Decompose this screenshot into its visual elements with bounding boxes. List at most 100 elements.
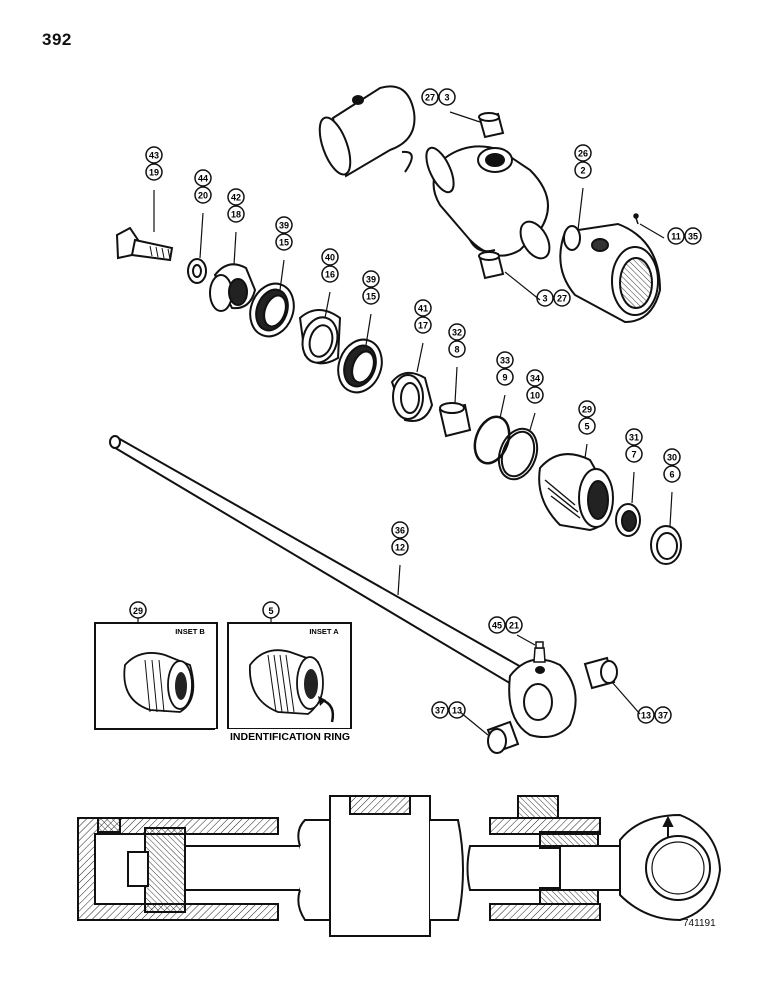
callout-c-13-37-right-circle — [654, 706, 672, 724]
seal-39-b — [337, 338, 383, 394]
callout-c-30-6-top: 30 — [667, 453, 677, 463]
callout-c-29-5-bottom: 5 — [584, 422, 589, 432]
callout-c-42-18-top: 42 — [231, 193, 241, 203]
callout-c-41-17-top-circle — [414, 299, 432, 317]
callout-c-39-15a-top: 39 — [279, 221, 289, 231]
callout-c-34-10-top: 34 — [530, 374, 540, 384]
callout-c-44-20-top: 44 — [198, 174, 208, 184]
callout-c-30-6-top-circle — [663, 448, 681, 466]
callout-c-41-17-bottom: 17 — [418, 321, 428, 331]
rod-seal-31 — [615, 503, 641, 537]
callout-c-34-10-bottom: 10 — [530, 391, 540, 401]
callout-c-11-35-right: 35 — [688, 232, 698, 242]
bushing-32 — [438, 402, 472, 438]
callout-c-41-17-bottom-circle — [414, 316, 432, 334]
callout-c-32-8-top: 32 — [452, 328, 462, 338]
callout-c-27-3-right-circle — [438, 88, 456, 106]
callout-c-41-17-top: 41 — [418, 304, 428, 314]
callout-c-40-16-top-circle — [321, 248, 339, 266]
leader-lines — [153, 111, 673, 736]
cylinder-tube-2 — [559, 222, 662, 324]
callout-c-26-2-top-circle — [574, 144, 592, 162]
bushing-37-bottom — [486, 720, 520, 754]
callout-c-31-7-top: 31 — [629, 433, 639, 443]
bushing-13-right — [583, 656, 618, 690]
assembled-cylinder-section — [77, 795, 722, 937]
callout-c-39-15b-bottom-circle — [362, 287, 380, 305]
callout-c-42-18-bottom-circle — [227, 205, 245, 223]
callout-c-3-27-left: 3 — [542, 294, 547, 304]
inset-a-box — [227, 622, 352, 730]
callout-c-26-2-top: 26 — [578, 149, 588, 159]
callout-c-40-16-bottom: 16 — [325, 270, 335, 280]
callout-c-11-35-left-circle — [667, 227, 685, 245]
seal-39-a — [249, 282, 295, 338]
callout-c-3-27-right-circle — [553, 289, 571, 307]
callout-c-27-3-left: 27 — [425, 93, 435, 103]
inset-b-box — [94, 622, 218, 730]
backup-ring-34 — [497, 427, 539, 481]
callout-c-33-9-top: 33 — [500, 356, 510, 366]
callout-c-32-8-bottom: 8 — [454, 345, 459, 355]
callout-c-37-13a-left: 37 — [435, 706, 445, 716]
callout-c-31-7-bottom: 7 — [631, 450, 636, 460]
callout-c-39-15b-top: 39 — [366, 275, 376, 285]
callout-c-27-3-left-circle — [421, 88, 439, 106]
callout-c-13-37-left: 13 — [641, 711, 651, 721]
inset-a-title: INSET A — [309, 627, 339, 636]
callout-c-40-16-top: 40 — [325, 253, 335, 263]
callout-c-34-10-top-circle — [526, 369, 544, 387]
callout-c-29-5-top: 29 — [582, 405, 592, 415]
callout-c-44-20-top-circle — [194, 169, 212, 187]
callout-c-33-9-top-circle — [496, 351, 514, 369]
page-number: 392 — [42, 30, 72, 49]
callout-c-45-21-right: 21 — [509, 621, 519, 631]
callout-c-37-13a-right-circle — [448, 701, 466, 719]
callout-c-45-21-left: 45 — [492, 621, 502, 631]
callout-c-31-7-bottom-circle — [625, 445, 643, 463]
bushing-3-top — [478, 112, 505, 139]
callout-c-33-9-bottom: 9 — [502, 373, 507, 383]
piston-rod-36 — [109, 435, 577, 738]
inset-b-title: INSET B — [175, 627, 205, 636]
washer-44 — [187, 258, 207, 284]
wear-ring-41 — [390, 371, 434, 422]
callout-c-13-37-right: 37 — [658, 711, 668, 721]
bolt-43 — [115, 226, 174, 262]
callout-c-43-19-top-circle — [145, 146, 163, 164]
callout-c-27-3-right: 3 — [444, 93, 449, 103]
callout-c-11-35-right-circle — [684, 227, 702, 245]
callout-c-45-21-right-circle — [505, 616, 523, 634]
gland-29 — [538, 453, 614, 532]
callout-c-26-2-bottom: 2 — [580, 166, 585, 176]
inset-a-callout: 5 — [268, 606, 273, 616]
callout-c-39-15b-bottom: 15 — [366, 292, 376, 302]
bushing-3-bottom — [478, 251, 505, 280]
piston-nut-42 — [209, 263, 257, 312]
callout-c-43-19-top: 43 — [149, 151, 159, 161]
callout-c-43-19-bottom-circle — [145, 163, 163, 181]
piston-40 — [298, 309, 342, 365]
cylinder-barrel-26 — [425, 145, 551, 260]
callout-c-29-5-bottom-circle — [578, 417, 596, 435]
callout-c-36-12-bottom-circle — [391, 538, 409, 556]
callout-c-44-20-bottom-circle — [194, 186, 212, 204]
callout-c-40-16-bottom-circle — [321, 265, 339, 283]
callout-c-3-27-right: 27 — [557, 294, 567, 304]
callout-c-45-21-left-circle — [488, 616, 506, 634]
callout-c-44-20-bottom: 20 — [198, 191, 208, 201]
callout-c-36-12-top-circle — [391, 521, 409, 539]
callout-c-29-5-top-circle — [578, 400, 596, 418]
callout-c-33-9-bottom-circle — [496, 368, 514, 386]
inset-b-callout: 29 — [133, 606, 143, 616]
pin-27 — [318, 85, 416, 178]
callout-c-30-6-bottom-circle — [663, 465, 681, 483]
grease-fitting-45 — [533, 641, 546, 663]
callout-c-39-15a-bottom-circle — [275, 233, 293, 251]
callout-c-36-12-top: 36 — [395, 526, 405, 536]
callout-c-30-6-bottom: 6 — [669, 470, 674, 480]
callout-c-37-13a-right: 13 — [452, 706, 462, 716]
callout-c-42-18-top-circle — [227, 188, 245, 206]
